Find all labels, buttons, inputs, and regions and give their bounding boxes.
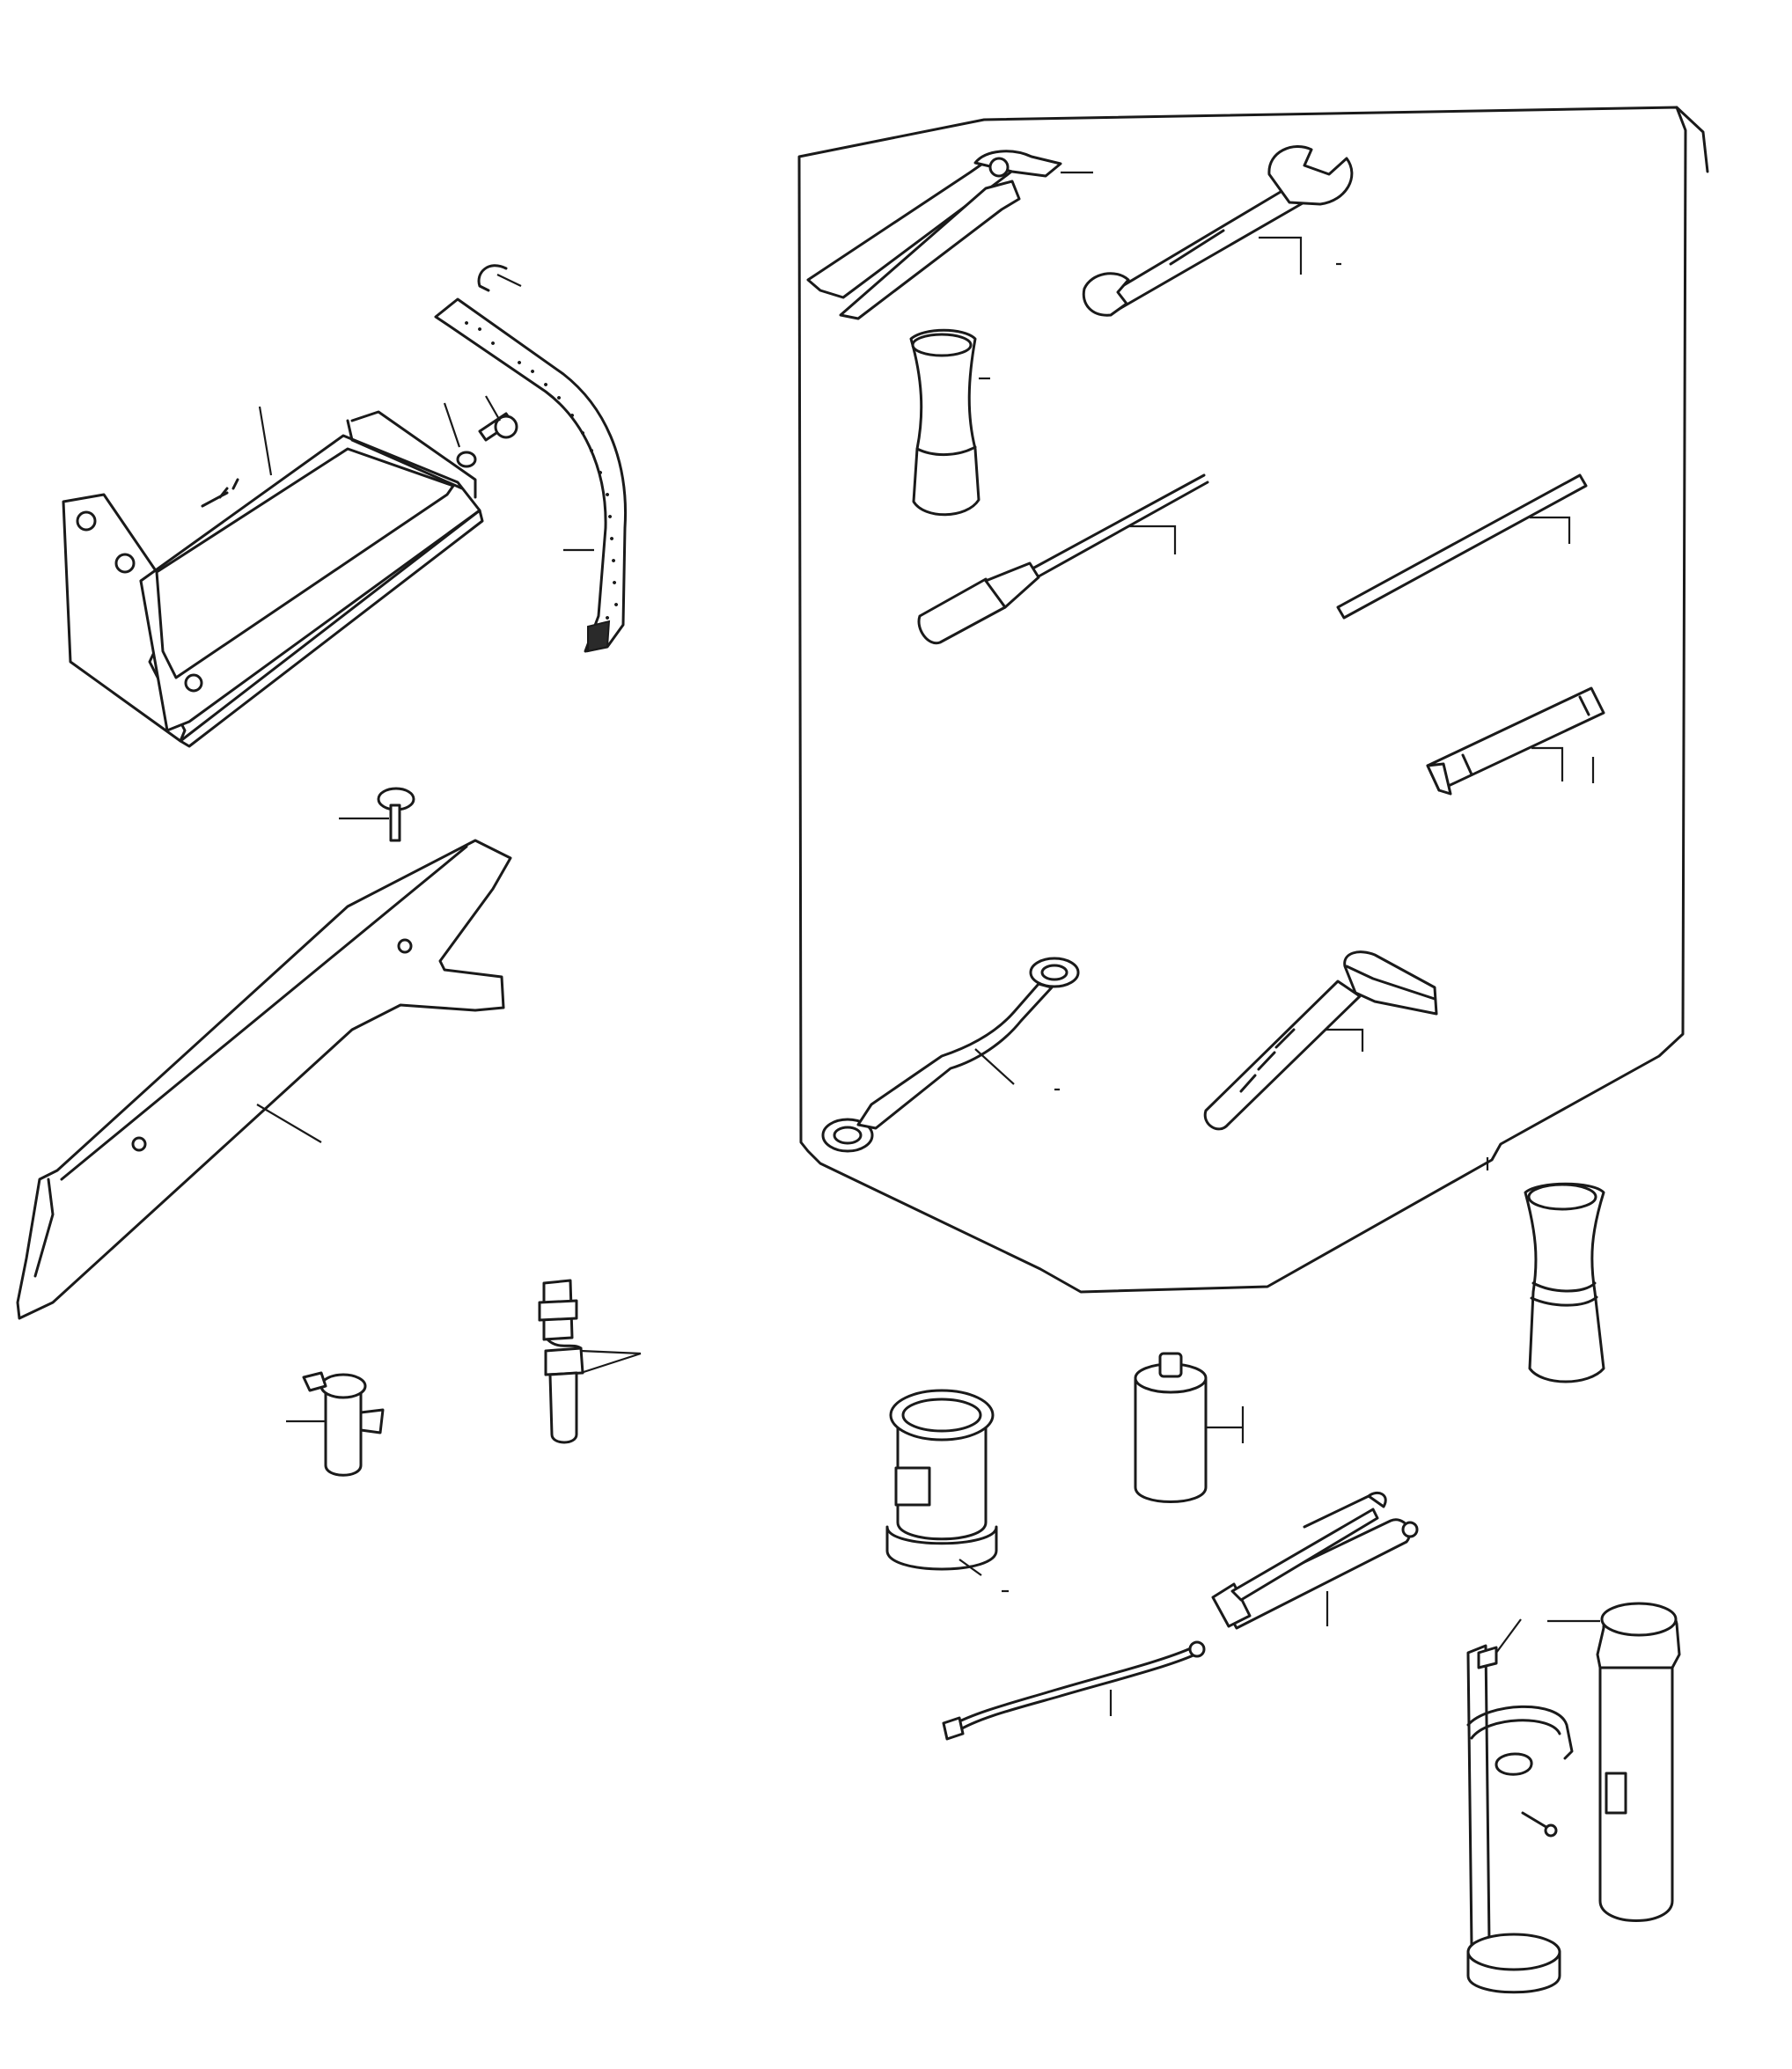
tommy-bar (1336, 473, 1588, 620)
hook-clip (477, 264, 522, 292)
tool-roll-panel (797, 106, 1709, 1294)
curved-lever (16, 839, 512, 1320)
grease-tin (885, 1389, 1009, 1593)
tow-pin (286, 1371, 385, 1477)
hex-socket-bit (1426, 686, 1605, 796)
slip-joint-pliers (806, 150, 1093, 320)
grease-gun (1211, 1492, 1419, 1630)
tool-tray-bracket (62, 406, 484, 748)
screwdriver (917, 473, 1209, 645)
socket-tube-lower (1486, 1157, 1605, 1383)
oil-bottle (1134, 1352, 1245, 1503)
fire-extinguisher (1547, 1602, 1681, 1922)
open-end-wrench (1082, 145, 1354, 317)
spark-plug (538, 1279, 642, 1444)
support-arm (434, 297, 628, 653)
wing-bolt (443, 395, 518, 468)
flexible-hose (942, 1640, 1206, 1741)
wing-knob-pin (339, 787, 415, 842)
extinguisher-bracket (1466, 1618, 1574, 1994)
hammer (1203, 950, 1438, 1131)
offset-ring-spanner (821, 957, 1080, 1153)
socket-tube-upper (909, 328, 990, 517)
